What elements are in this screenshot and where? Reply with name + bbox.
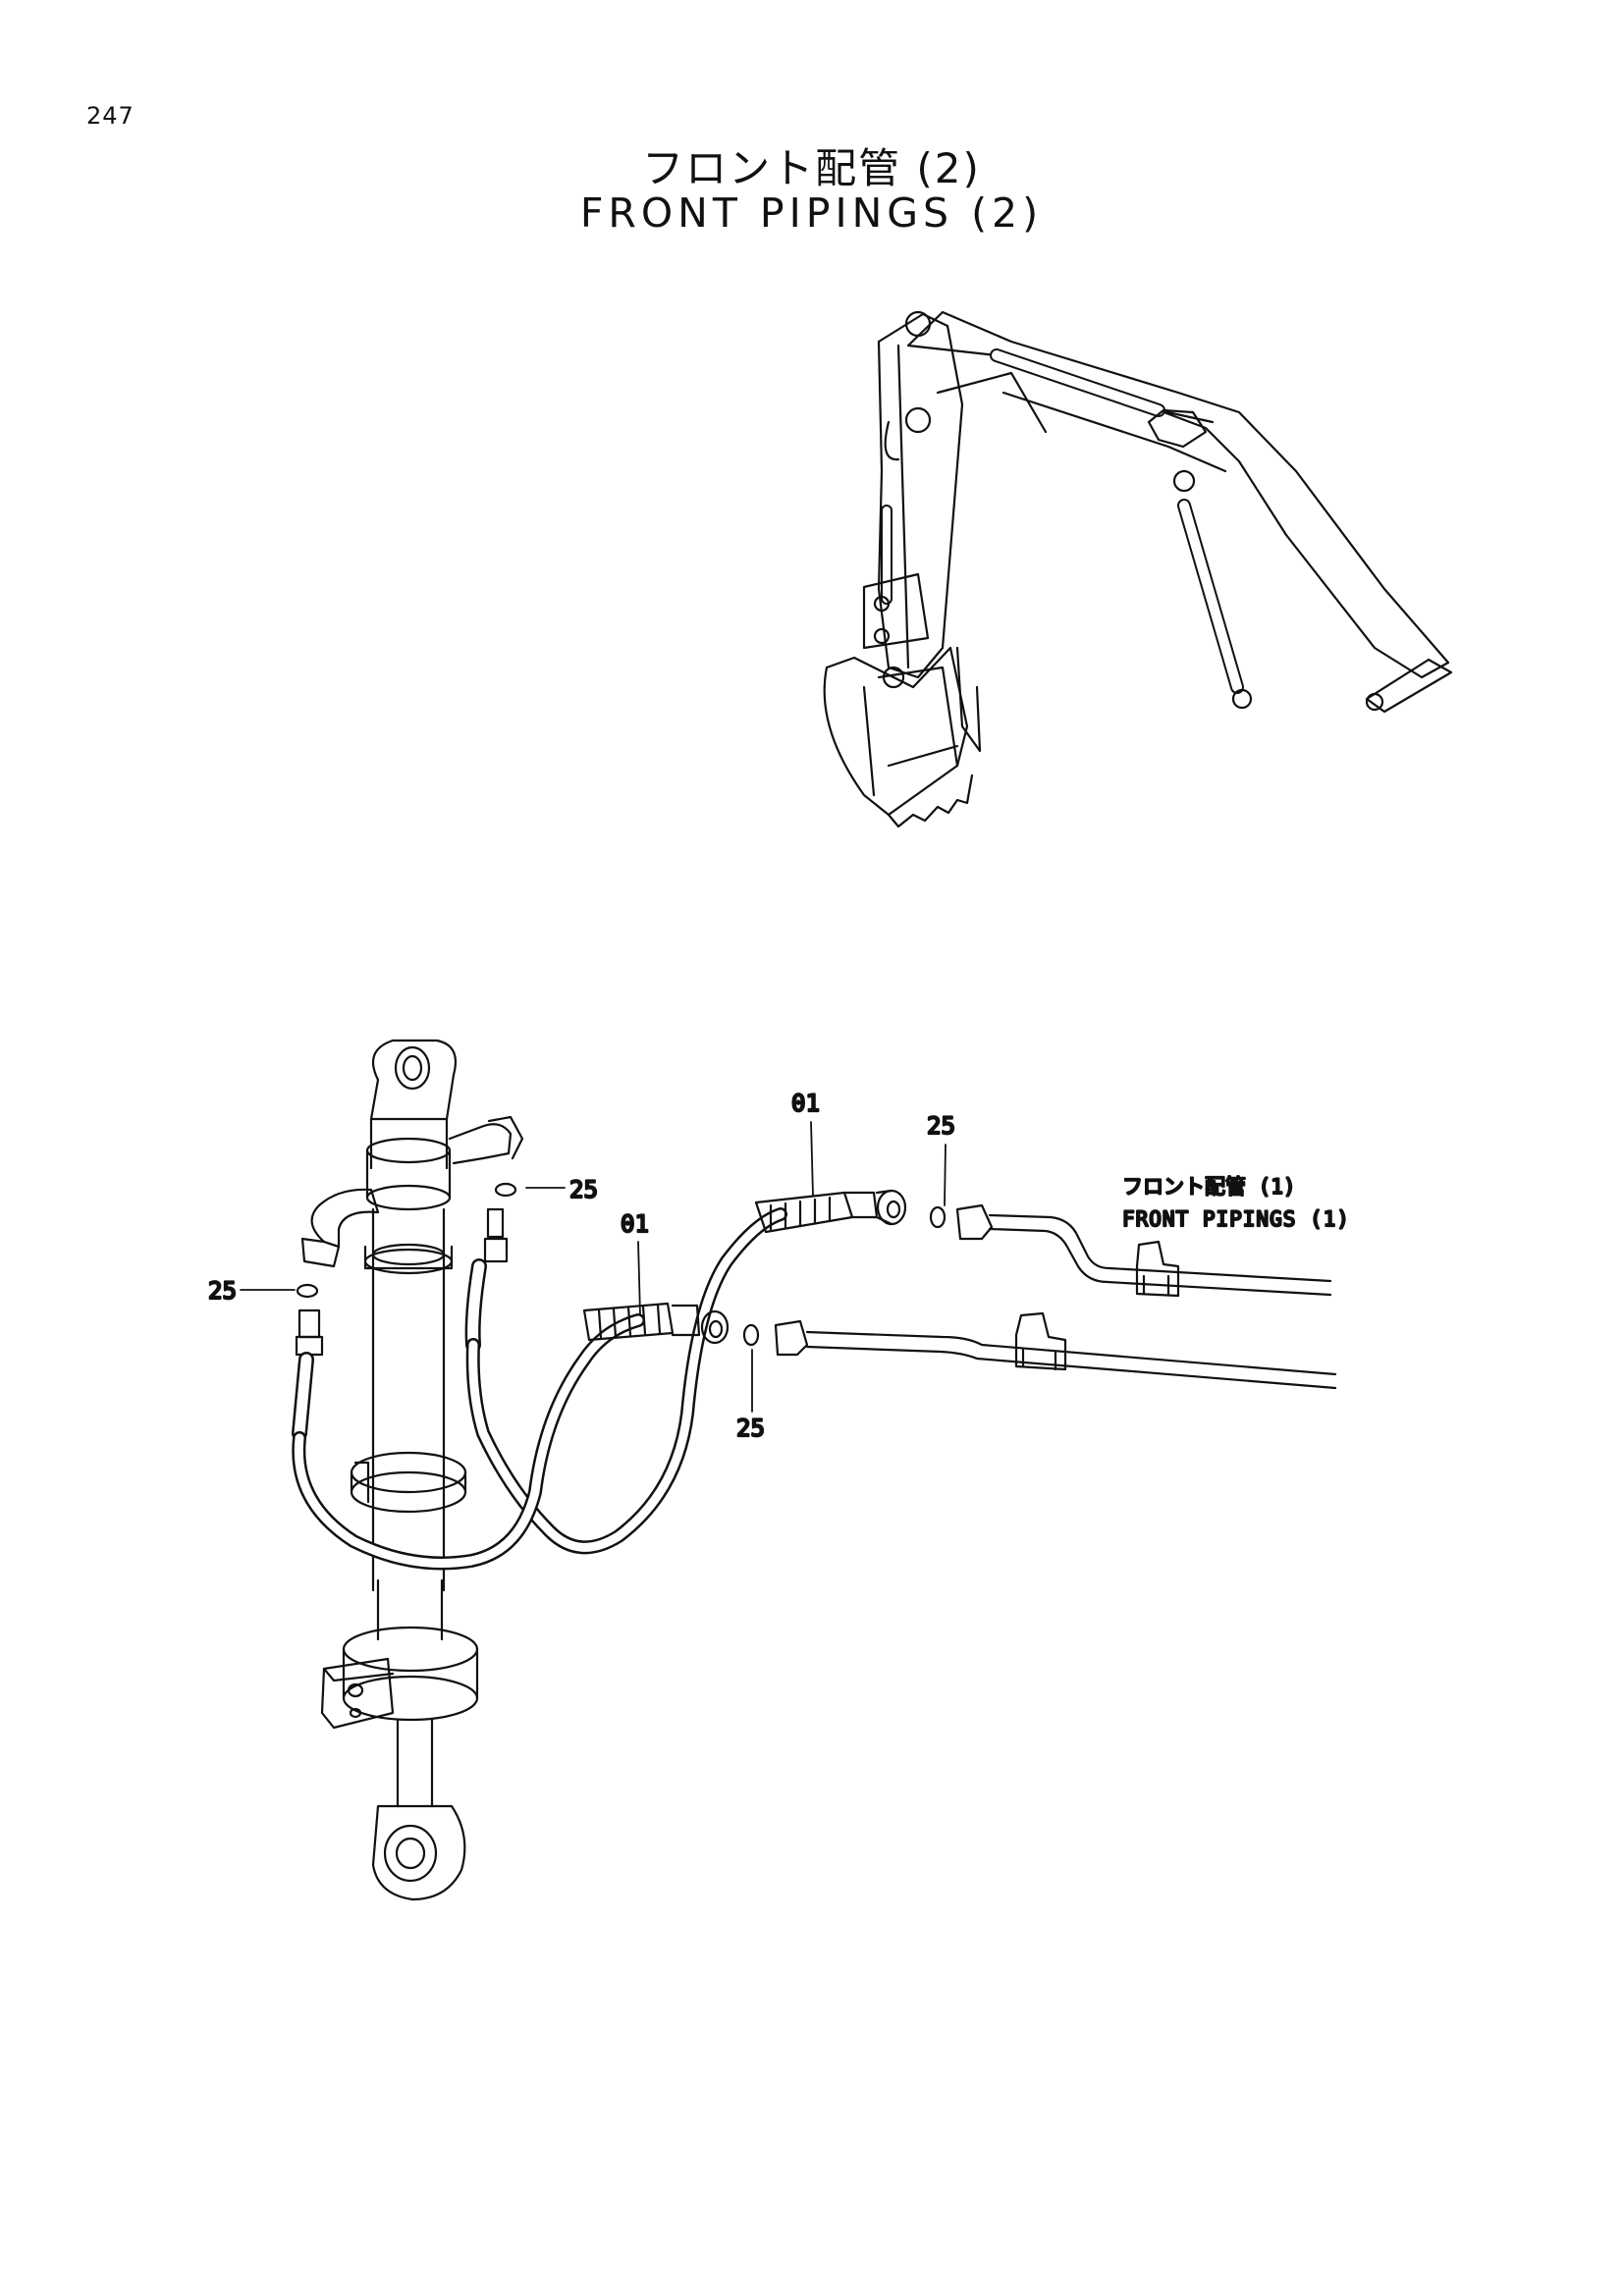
o-ring-25-left [296, 1283, 319, 1299]
o-ring-25-upper-right [929, 1205, 947, 1229]
page-title-en: FRONT PIPINGS (2) [579, 189, 1044, 237]
front-piping-assembly-illustration [292, 1039, 1337, 1901]
o-ring-25-lower-right [742, 1323, 760, 1347]
callout-leaders [240, 1121, 947, 1413]
callout-01-lower: 01 [621, 1210, 649, 1238]
page-number: 247 [86, 102, 135, 130]
page-title-jp: フロント配管 (2) [642, 144, 981, 192]
reference-label-en: FRONT PIPINGS (1) [1122, 1207, 1350, 1231]
callout-01-upper: 01 [791, 1090, 820, 1117]
excavator-front-overview-illustration [823, 310, 1453, 828]
o-ring-25-top [494, 1182, 517, 1198]
reference-label-jp: フロント配管 (1) [1122, 1175, 1296, 1199]
callout-25-upper: 25 [569, 1176, 598, 1203]
callout-25-lower: 25 [736, 1415, 765, 1442]
callout-25-left: 25 [208, 1277, 237, 1305]
callout-25-top-right: 25 [927, 1112, 955, 1140]
